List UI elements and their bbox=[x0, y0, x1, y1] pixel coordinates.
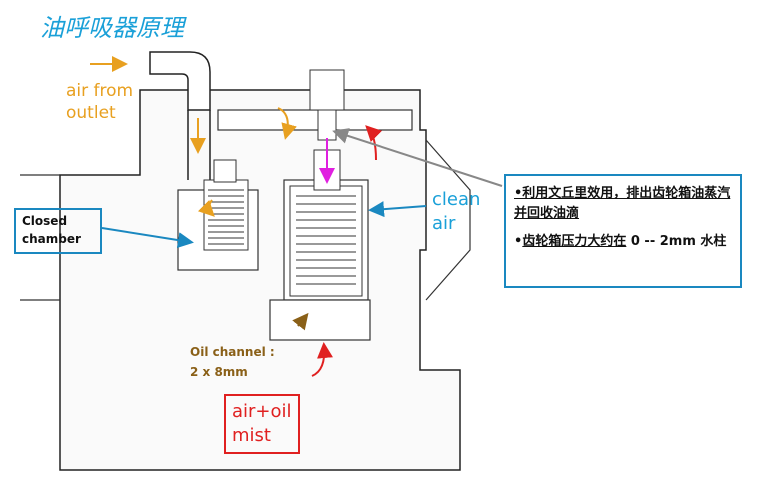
label-air-oil-mist-line2: mist bbox=[232, 425, 271, 446]
label-air-from-outlet: air from outlet bbox=[66, 80, 133, 124]
info-callout: •利用文丘里效用，排出齿轮箱油蒸汽并回收油滴 •齿轮箱压力大约在 0 -- 2m… bbox=[504, 174, 742, 288]
label-closed-chamber: Closed chamber bbox=[14, 208, 102, 254]
label-oil-channel-line2: 2 x 8mm bbox=[190, 365, 248, 379]
info-bullet-1: •利用文丘里效用，排出齿轮箱油蒸汽并回收油滴 bbox=[514, 186, 731, 221]
flow-arrows bbox=[90, 56, 503, 377]
label-clean-air-line1: clean bbox=[432, 189, 481, 210]
info-bullet-2-prefix: • bbox=[514, 234, 523, 249]
label-closed-chamber-line1: Closed bbox=[22, 214, 68, 228]
page-title: 油呼吸器原理 bbox=[40, 14, 184, 42]
label-oil-channel: Oil channel : 2 x 8mm bbox=[190, 342, 275, 382]
outlet-pipe bbox=[149, 51, 211, 180]
label-clean-air: clean air bbox=[432, 188, 480, 236]
outer-walls bbox=[20, 139, 471, 301]
info-bullet-2-rest: 0 -- 2mm 水柱 bbox=[626, 234, 727, 249]
label-air-oil-mist-line1: air+oil bbox=[232, 401, 292, 422]
label-clean-air-line2: air bbox=[432, 213, 456, 234]
label-air-from-outlet-line1: air from bbox=[66, 81, 134, 101]
label-air-from-outlet-line2: outlet bbox=[66, 103, 116, 123]
label-oil-channel-line1: Oil channel : bbox=[190, 345, 275, 359]
label-air-oil-mist: air+oil mist bbox=[224, 394, 300, 454]
info-bullet-2: •齿轮箱压力大约在 0 -- 2mm 水柱 bbox=[514, 232, 732, 252]
info-bullet-2-underlined: 齿轮箱压力大约在 bbox=[522, 234, 627, 249]
label-closed-chamber-line2: chamber bbox=[22, 232, 81, 246]
